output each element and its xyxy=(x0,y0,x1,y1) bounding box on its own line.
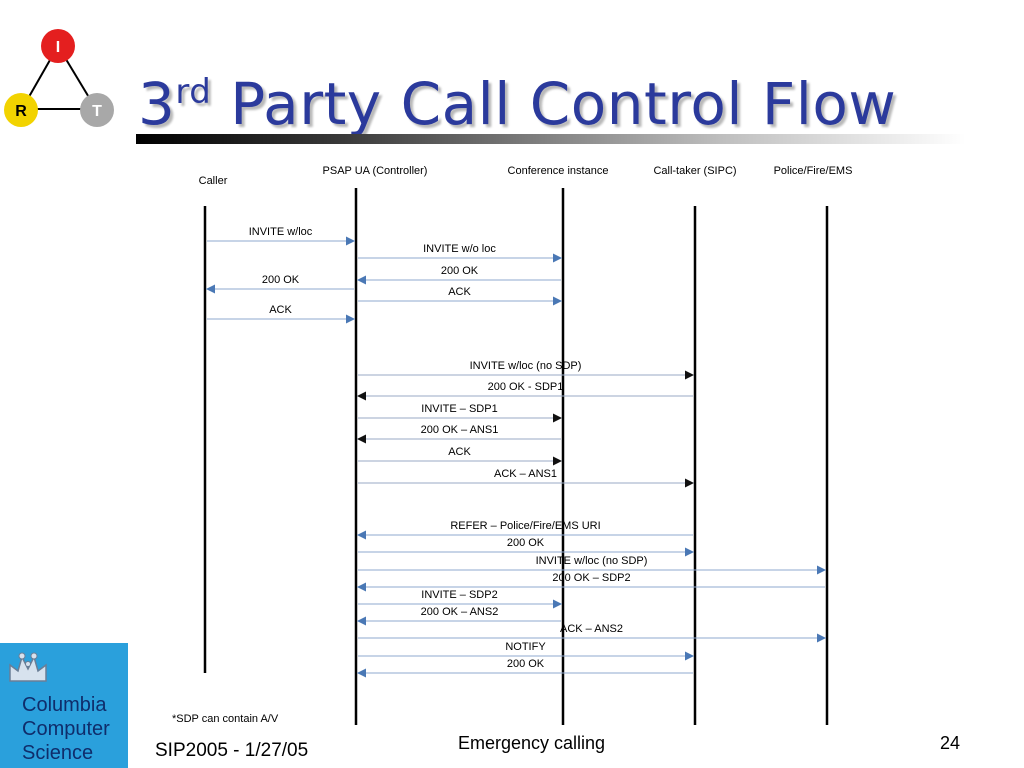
logo-line-2: Computer xyxy=(22,718,110,740)
message-label: ACK xyxy=(448,286,471,298)
message-18: 200 OK – ANS2 xyxy=(357,606,561,626)
message-label: 200 OK – SDP2 xyxy=(552,572,630,584)
logo-line-1: Columbia xyxy=(22,694,107,716)
message-label: 200 OK – ANS1 xyxy=(421,424,499,436)
logo-line-3: Science xyxy=(22,742,94,764)
message-label: INVITE w/loc (no SDP) xyxy=(470,360,582,372)
lane-label-psap: PSAP UA (Controller) xyxy=(323,165,428,177)
message-label: 200 OK – ANS2 xyxy=(421,606,499,618)
footer-conference: SIP2005 - 1/27/05 xyxy=(155,740,309,761)
message-20: NOTIFY xyxy=(358,641,694,661)
message-label: ACK xyxy=(448,446,471,458)
title-superscript: rd xyxy=(175,72,212,112)
message-9: INVITE – SDP1 xyxy=(358,403,562,423)
message-label: 200 OK xyxy=(507,658,545,670)
message-label: ACK xyxy=(269,304,292,316)
message-label: REFER – Police/Fire/EMS URI xyxy=(450,520,600,532)
message-13: REFER – Police/Fire/EMS URI xyxy=(357,520,693,540)
title-prefix: 3 xyxy=(138,70,176,138)
message-label: ACK – ANS1 xyxy=(494,468,557,480)
message-label: 200 OK xyxy=(441,265,479,277)
message-14: 200 OK xyxy=(358,537,694,557)
message-3: 200 OK xyxy=(357,265,561,285)
title-suffix: Party Call Control Flow xyxy=(211,70,897,138)
message-19: ACK – ANS2 xyxy=(358,623,826,643)
message-1: INVITE w/loc xyxy=(207,226,355,246)
message-11: ACK xyxy=(358,446,562,466)
slide-title: 3rd Party Call Control Flow xyxy=(138,70,896,138)
message-21: 200 OK xyxy=(357,658,693,678)
message-label: NOTIFY xyxy=(505,641,546,653)
page-number: 24 xyxy=(940,733,961,753)
message-label: INVITE w/loc xyxy=(249,226,313,238)
message-label: 200 OK - SDP1 xyxy=(488,381,564,393)
lane-label-taker: Call-taker (SIPC) xyxy=(653,165,736,177)
title-underline xyxy=(136,134,966,144)
message-12: ACK – ANS1 xyxy=(358,468,694,488)
footer-topic: Emergency calling xyxy=(458,733,606,753)
message-label: ACK – ANS2 xyxy=(560,623,623,635)
lane-label-conf: Conference instance xyxy=(508,165,609,177)
logo-node-r-label: R xyxy=(15,103,27,120)
message-15: INVITE w/loc (no SDP) xyxy=(358,555,826,575)
logo-node-r xyxy=(4,93,38,127)
logo-node-i xyxy=(41,29,75,63)
message-17: INVITE – SDP2 xyxy=(358,589,562,609)
message-10: 200 OK – ANS1 xyxy=(357,424,561,444)
message-8: 200 OK - SDP1 xyxy=(357,381,693,401)
irt-logo: I R T xyxy=(4,29,114,127)
logo-node-t xyxy=(80,93,114,127)
message-6: ACK xyxy=(207,304,355,324)
message-4: 200 OK xyxy=(206,274,354,294)
logo-node-i-label: I xyxy=(56,39,60,56)
message-5: ACK xyxy=(358,286,562,306)
crown-icon xyxy=(9,652,47,682)
lane-label-police: Police/Fire/EMS xyxy=(774,165,853,177)
logo-node-t-label: T xyxy=(92,103,102,120)
columbia-logo xyxy=(0,643,128,768)
columbia-logo-text: Columbia Computer Science xyxy=(22,693,110,765)
message-label: INVITE w/o loc xyxy=(423,243,496,255)
message-label: INVITE – SDP2 xyxy=(421,589,497,601)
message-2: INVITE w/o loc xyxy=(358,243,562,263)
message-label: INVITE – SDP1 xyxy=(421,403,497,415)
sdp-note: *SDP can contain A/V xyxy=(172,713,279,725)
message-7: INVITE w/loc (no SDP) xyxy=(358,360,694,380)
lane-label-caller: Caller xyxy=(199,175,228,187)
message-label: 200 OK xyxy=(262,274,300,286)
message-16: 200 OK – SDP2 xyxy=(357,572,825,592)
message-label: 200 OK xyxy=(507,537,545,549)
message-label: INVITE w/loc (no SDP) xyxy=(536,555,648,567)
